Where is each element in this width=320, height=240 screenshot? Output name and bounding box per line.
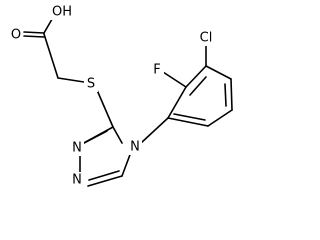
atom-s: S [87, 77, 95, 92]
bond-c6p-c1p [167, 117, 209, 127]
atom-cl: Cl [200, 31, 213, 46]
bond-n2-c3-double-b [88, 170, 120, 181]
atom-n-ring-top: N [130, 140, 140, 155]
bond-c1-o-double-a [23, 31, 45, 34]
atom-f: F [153, 63, 160, 78]
bond-c2p-f [162, 71, 187, 88]
atom-n-ring-left-upper: N [72, 141, 82, 156]
bond-c3p-c4p [205, 65, 232, 80]
atom-o-carbonyl: O [11, 28, 21, 43]
bond-c1-ch2 [43, 33, 59, 79]
bonds [23, 13, 233, 187]
atom-oh: OH [52, 5, 72, 20]
bond-ch2-s [57, 77, 85, 83]
bond-c4p-c5p-inner [224, 83, 227, 107]
atom-n-ring-left-lower: N [72, 173, 82, 188]
bond-n4-c1p [140, 117, 169, 144]
bond-n4-c5 [112, 126, 123, 144]
bond-c3-n4 [121, 151, 132, 177]
bond-c2p-c3p [185, 65, 207, 88]
bond-n2-c3-double-a [87, 175, 123, 187]
bond-c2p-c3p-inner [189, 76, 207, 96]
bond-c1p-c2p [167, 86, 187, 119]
bond-c4p-c5p [230, 78, 233, 111]
atom-labels: OH O S N N N F Cl [9, 4, 216, 188]
bond-c1-o-double-b [23, 35, 45, 38]
bond-s-c5 [96, 89, 114, 128]
bond-c6p-c1p-inner [173, 113, 206, 121]
molecule-structure: OH O S N N N F Cl [9, 4, 233, 188]
bond-c5-n1-double-b [83, 130, 108, 144]
bond-c5p-c6p [207, 109, 233, 127]
